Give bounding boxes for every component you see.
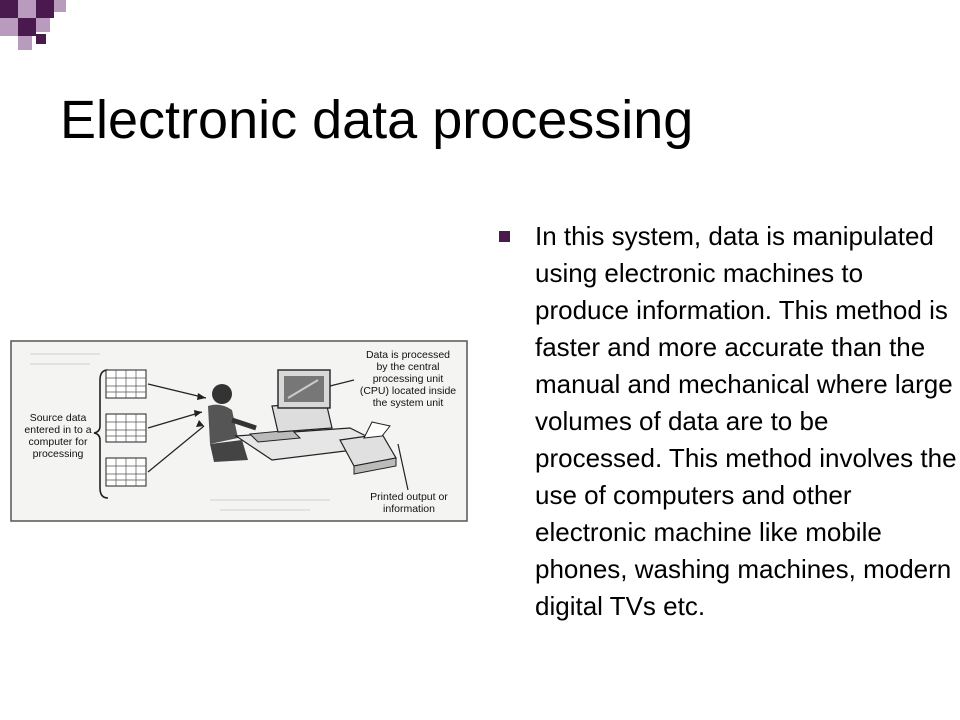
cpu-processing-label: Data is processed by the central process…	[359, 349, 457, 409]
printed-output-label: Printed output or information	[370, 491, 448, 515]
bullet-text: In this system, data is manipulated usin…	[535, 221, 957, 621]
slide-title: Electronic data processing	[60, 90, 694, 150]
edp-drawing	[10, 340, 468, 522]
corner-decoration	[0, 0, 66, 50]
bullet-list: In this system, data is manipulated usin…	[497, 218, 957, 625]
bullet-item: In this system, data is manipulated usin…	[497, 218, 957, 625]
source-data-label: Source data entered in to a computer for…	[24, 412, 92, 460]
edp-illustration: Source data entered in to a computer for…	[10, 340, 468, 522]
square-bullet-icon	[499, 231, 510, 242]
